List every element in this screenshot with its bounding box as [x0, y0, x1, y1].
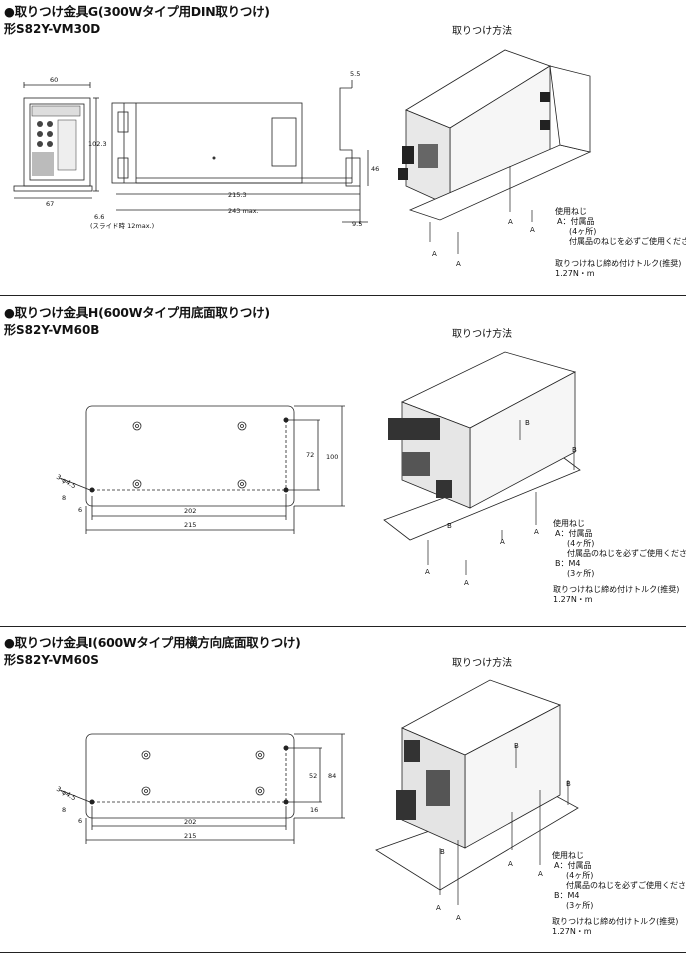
dim-slide-note: (スライド時 12max.)	[90, 222, 154, 230]
bracket-g-side-view	[111, 80, 369, 224]
dim-46: 46	[371, 165, 379, 173]
dim-52: 52	[309, 772, 317, 780]
label-b-i3: B	[566, 780, 571, 788]
label-a-3: A	[508, 218, 513, 226]
dim-6-h: 6	[78, 506, 82, 514]
label-a-i3: A	[508, 860, 513, 868]
section-title-i: ●取りつけ金具I(600Wタイプ用横方向底面取りつけ)	[4, 635, 301, 650]
label-a-4: A	[530, 226, 535, 234]
label-a-i2: A	[456, 914, 461, 922]
label-b-h2: B	[525, 419, 530, 427]
model-number-g: 形S82Y-VM30D	[4, 22, 101, 36]
label-a-1: A	[432, 250, 437, 258]
label-a-h4: A	[534, 528, 539, 536]
dim-243-max: 243 max.	[228, 207, 259, 215]
dim-202-h: 202	[184, 507, 196, 515]
label-a-h1: A	[425, 568, 430, 576]
dim-8-h: 8	[62, 494, 66, 502]
divider	[0, 626, 686, 627]
dim-215-h: 215	[184, 521, 196, 529]
section-title-g: ●取りつけ金具G(300Wタイプ用DIN取りつけ)	[4, 4, 270, 19]
model-number-h: 形S82Y-VM60B	[4, 323, 100, 337]
dim-202-i: 202	[184, 818, 196, 826]
divider	[0, 952, 686, 953]
notes-g: 使用ねじ A：付属品 (4ヶ所) 付属品のねじを必ずご使用ください) 取りつけね…	[555, 207, 686, 278]
label-b-i2: B	[514, 742, 519, 750]
mounting-method-title-h: 取りつけ方法	[452, 329, 513, 340]
bracket-g-front-view	[13, 82, 99, 199]
dim-72: 72	[306, 451, 314, 459]
bracket-g-isometric-illustration: A A A A	[398, 49, 592, 268]
notes-i: 使用ねじ A：付属品 (4ヶ所) 付属品のねじを必ずご使用ください) B：M4 …	[552, 851, 686, 936]
dim-width-60: 60	[50, 76, 58, 84]
mounting-method-title-i: 取りつけ方法	[452, 658, 513, 669]
label-a-i4: A	[538, 870, 543, 878]
model-number-i: 形S82Y-VM60S	[4, 653, 99, 667]
section-title-h: ●取りつけ金具H(600Wタイプ用底面取りつけ)	[4, 305, 270, 320]
notes-h: 使用ねじ A：付属品 (4ヶ所) 付属品のねじを必ずご使用ください) B：M4 …	[553, 519, 686, 604]
dim-9-5: 9.5	[352, 220, 362, 228]
bracket-g-dimensions: 60 102.3 67 6.6 (スライド時 12max.) 215.3 243…	[46, 70, 379, 230]
dim-215-3: 215.3	[228, 191, 247, 199]
mounting-method-title-g: 取りつけ方法	[452, 26, 513, 37]
dim-84: 84	[328, 772, 336, 780]
dim-8-i: 8	[62, 806, 66, 814]
dim-16: 16	[310, 806, 318, 814]
label-b-h1: B	[447, 522, 452, 530]
dim-100: 100	[326, 453, 338, 461]
divider	[0, 295, 686, 296]
dim-6-i: 6	[78, 817, 82, 825]
label-a-h2: A	[464, 579, 469, 587]
dim-215-i: 215	[184, 832, 196, 840]
dim-slide: 6.6	[94, 213, 104, 221]
dim-5-5: 5.5	[350, 70, 360, 78]
label-a-2: A	[456, 260, 461, 268]
dim-base-67: 67	[46, 200, 54, 208]
label-a-i1: A	[436, 904, 441, 912]
label-b-i1: B	[440, 848, 445, 856]
label-a-h3: A	[500, 538, 505, 546]
dim-height-102: 102.3	[88, 140, 107, 148]
label-b-h3: B	[572, 446, 577, 454]
